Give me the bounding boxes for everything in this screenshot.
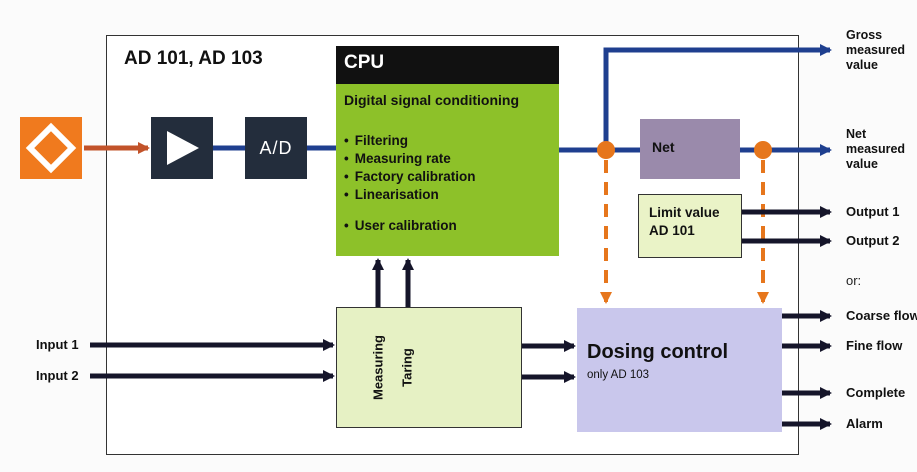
amplifier-block bbox=[151, 117, 213, 179]
cpu-item-filtering: Filtering bbox=[344, 132, 551, 150]
net-block: Net bbox=[640, 119, 740, 179]
gross-output-label: Gross measured value bbox=[846, 28, 905, 73]
or-label: or: bbox=[846, 273, 862, 288]
cpu-subtitle: Digital signal conditioning bbox=[344, 92, 519, 108]
fine-flow-label: Fine flow bbox=[846, 338, 903, 353]
device-title: AD 101, AD 103 bbox=[124, 48, 263, 69]
limit-value-model: AD 101 bbox=[649, 223, 695, 238]
dosing-control-block: Dosing control only AD 103 bbox=[577, 308, 782, 432]
cpu-item-linearisation: Linearisation bbox=[344, 186, 551, 204]
gross-label-line2: measured bbox=[846, 43, 906, 57]
net-label-line2: measured bbox=[846, 142, 906, 156]
net-label-line3: value bbox=[846, 157, 878, 171]
alarm-label: Alarm bbox=[846, 416, 883, 431]
amplifier-icon bbox=[167, 131, 199, 165]
gross-junction-dot bbox=[597, 141, 615, 159]
cpu-feature-list: Filtering Measuring rate Factory calibra… bbox=[344, 132, 551, 204]
dosing-subtitle: only AD 103 bbox=[587, 369, 650, 381]
dosing-title: Dosing control bbox=[587, 341, 729, 363]
output1-label: Output 1 bbox=[846, 204, 900, 219]
measuring-label: Measuring bbox=[370, 335, 386, 401]
ad-converter-block: A/D bbox=[245, 117, 307, 179]
input2-label: Input 2 bbox=[36, 368, 79, 383]
cpu-header: CPU bbox=[336, 46, 559, 84]
coarse-flow-label: Coarse flow bbox=[846, 308, 917, 323]
limit-value-label: Limit value bbox=[649, 205, 720, 220]
taring-label: Taring bbox=[399, 348, 415, 387]
gross-label-line3: value bbox=[846, 58, 878, 72]
gross-branch-line bbox=[603, 44, 832, 150]
load-cell-sensor bbox=[20, 117, 82, 179]
cpu-block: Digital signal conditioning Filtering Me… bbox=[336, 84, 559, 256]
load-cell-icon bbox=[25, 122, 77, 174]
measuring-taring-block: Measuring Taring bbox=[336, 307, 522, 428]
net-label-line1: Net bbox=[846, 127, 867, 141]
cpu-item-factory-calibration: Factory calibration bbox=[344, 168, 551, 186]
output2-label: Output 2 bbox=[846, 233, 900, 248]
limit-value-block: Limit value AD 101 bbox=[638, 194, 742, 258]
input1-label: Input 1 bbox=[36, 337, 79, 352]
net-junction-dot bbox=[754, 141, 772, 159]
complete-label: Complete bbox=[846, 385, 906, 400]
cpu-item-measuring-rate: Measuring rate bbox=[344, 150, 551, 168]
net-output-label: Net measured value bbox=[846, 127, 905, 172]
gross-label-line1: Gross bbox=[846, 28, 883, 42]
cpu-item-user-calibration: User calibration bbox=[344, 218, 551, 233]
